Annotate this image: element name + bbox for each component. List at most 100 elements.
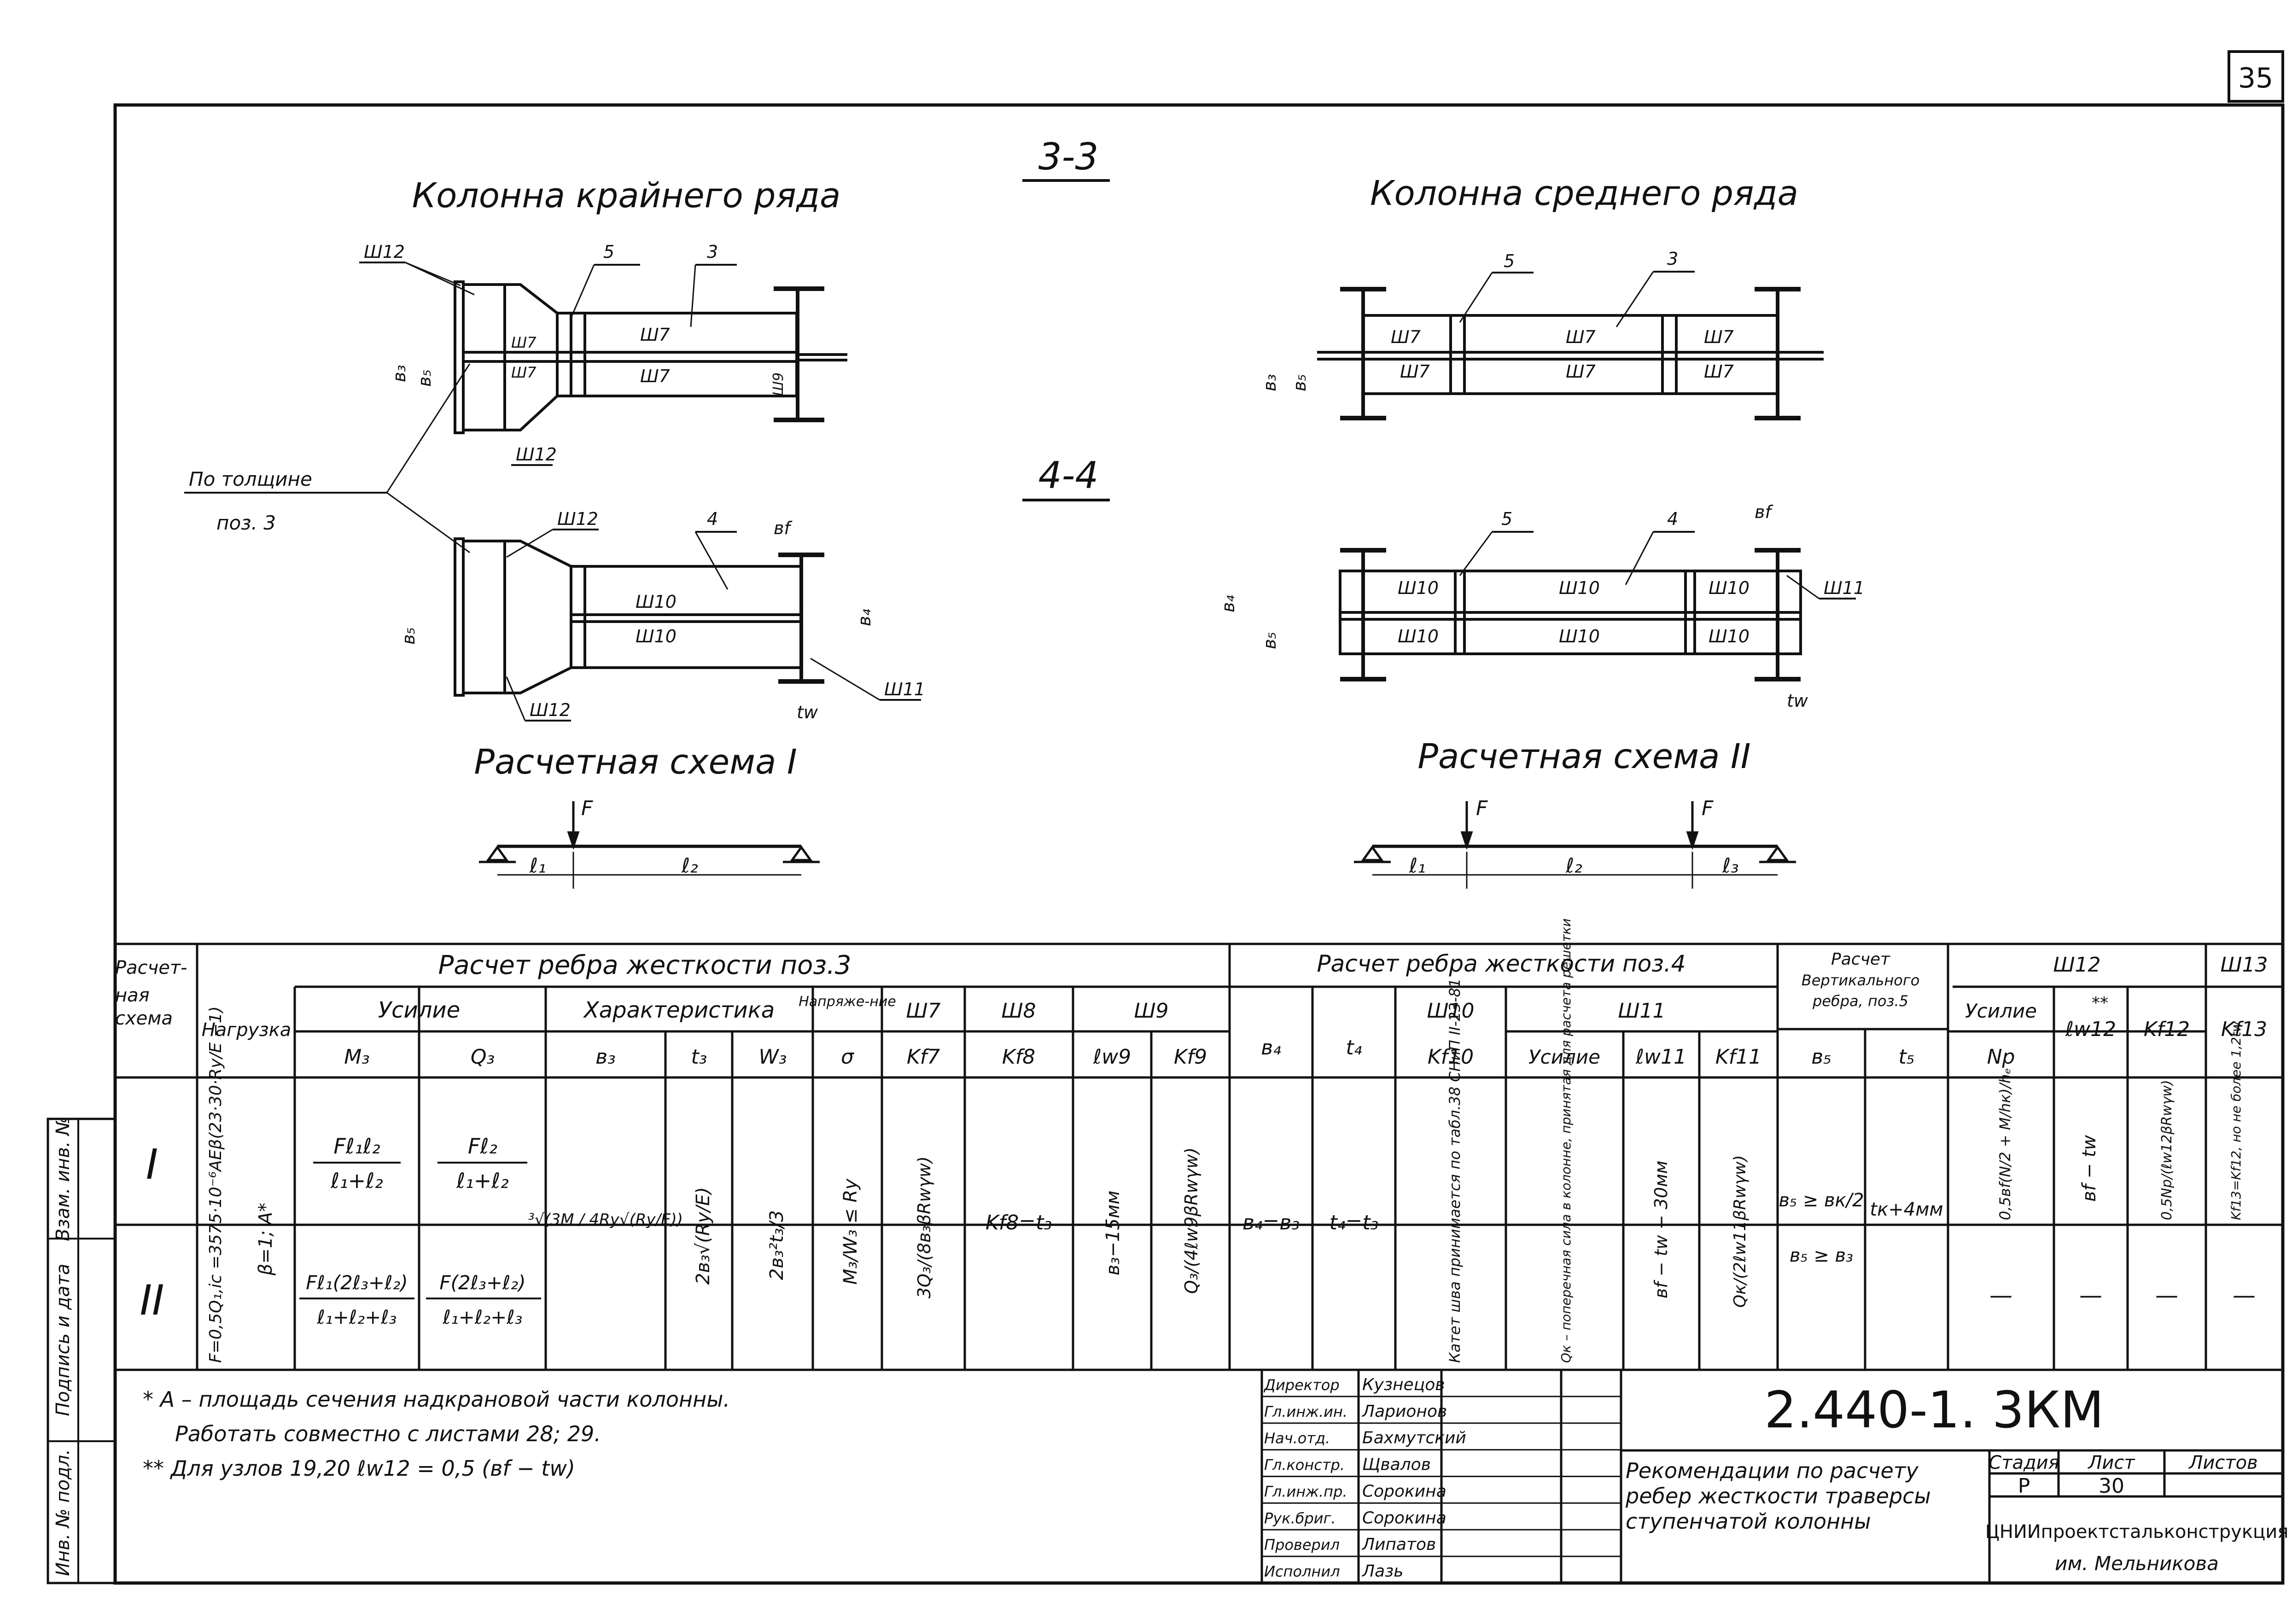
- dim-b3-mid: в₃: [1260, 374, 1280, 391]
- dim-bf-mid: вf: [1755, 502, 1773, 522]
- weld-w10-mid-3: Ш10: [1709, 578, 1750, 598]
- sheet-header: Лист: [2087, 1452, 2135, 1473]
- scheme-2-l1: ℓ₁: [1409, 854, 1426, 878]
- th-Q3: Q₃: [471, 1045, 495, 1069]
- th-rib4: Расчет ребра жесткости поз.4: [1317, 950, 1685, 977]
- th-char: Характеристика: [583, 997, 775, 1023]
- weld-w10-mid-5: Ш10: [1559, 626, 1600, 646]
- weld-w7-left-top: Ш7: [511, 334, 537, 351]
- title-block-name: Кузнецов: [1362, 1375, 1445, 1394]
- th-Kf10: Kf10: [1428, 1045, 1474, 1069]
- pos-3-mid-label: 3: [1667, 249, 1678, 269]
- drawing-frame: [113, 103, 2285, 1585]
- b5-formula-1: в₅ ≥ вк/2: [1779, 1190, 1864, 1211]
- dim-b5-edge: в₅: [414, 369, 435, 387]
- Q3-row2-num: F(2ℓ₃+ℓ₂): [439, 1271, 525, 1294]
- section-4-4-middle-column: [1339, 548, 1802, 681]
- pos-4-44-label: 4: [1667, 509, 1678, 529]
- pos-5-mid-label: 5: [1504, 251, 1515, 271]
- margin-label-2: Подпись и дата: [52, 1263, 74, 1416]
- scheme-1-force: F: [581, 797, 593, 820]
- title-block-role: Гл.инж.ин.: [1264, 1403, 1347, 1420]
- lw11-formula: вf − tw − 30мм: [1651, 1161, 1671, 1298]
- weld-w10-bottom: Ш10: [636, 626, 677, 646]
- Q3-row1-den: ℓ₁+ℓ₂: [456, 1168, 508, 1193]
- th-lw12: ℓw12: [2065, 1018, 2116, 1041]
- page-number-box: 35: [2228, 50, 2284, 103]
- th-b5: в₅: [1811, 1045, 1831, 1069]
- weld-w10-mid-6: Ш10: [1709, 626, 1750, 646]
- title-block-name: Сорокина: [1362, 1508, 1446, 1527]
- weld-w7-left-bottom: Ш7: [511, 364, 537, 381]
- title-block-name: Липатов: [1361, 1535, 1436, 1554]
- title-block-name: Лазь: [1361, 1562, 1404, 1581]
- th-b3: в₃: [595, 1045, 616, 1069]
- margin-label-1: Взам. инв. №: [52, 1116, 74, 1241]
- Kf11-formula: Qк/(2ℓw11βRwγw): [1731, 1155, 1750, 1308]
- title-block-name: Щвалов: [1362, 1455, 1431, 1474]
- section-3-3-label: 3-3: [1038, 135, 1099, 178]
- dim-tw-edge: tw: [797, 702, 818, 722]
- th-M3: M₃: [344, 1045, 370, 1069]
- M3-row1-den: ℓ₁+ℓ₂: [330, 1168, 383, 1193]
- weld-w7-mid-2: Ш7: [1566, 327, 1596, 347]
- th-stress: Напряже-ние: [799, 994, 896, 1010]
- note-2: Работать совместно с листами 28; 29.: [175, 1421, 601, 1446]
- document-title-1: Рекомендации по расчету: [1626, 1458, 1919, 1483]
- page-number: 35: [2238, 62, 2273, 94]
- scheme-1-l2: ℓ₂: [681, 854, 698, 878]
- M3-row1-num: Fℓ₁ℓ₂: [333, 1134, 380, 1158]
- th-scheme-3: схема: [115, 1008, 173, 1029]
- pos-5-44-label: 5: [1501, 509, 1512, 529]
- th-Kf12: Kf12: [2144, 1018, 2190, 1041]
- th-force-w12: Усилие: [1965, 1000, 2037, 1022]
- title-block-role: Рук.бриг.: [1264, 1509, 1336, 1527]
- th-w13: Ш13: [2220, 953, 2268, 977]
- th-lw12-mark: **: [2092, 994, 2108, 1013]
- title-block-name: Ларионов: [1361, 1402, 1447, 1421]
- dim-tw-mid: tw: [1787, 691, 1808, 711]
- calc-table-headers: Расчет- ная схема Нагрузка Расчет ребра …: [115, 950, 2268, 1069]
- th-force-w11: Усилие: [1528, 1046, 1600, 1068]
- th-Np: Np: [1987, 1045, 2015, 1069]
- th-rib5: Расчет: [1831, 950, 1890, 969]
- Kf13-formula: Kf13=Kf12, но не более 1,2tw: [2228, 1021, 2244, 1220]
- thickness-note: По толщине поз. 3: [184, 363, 471, 553]
- th-force: Усилие: [378, 997, 460, 1023]
- th-rib5-c: ребра, поз.5: [1812, 992, 1908, 1010]
- margin-label-3: Инв. № подл.: [52, 1449, 74, 1576]
- org-name: ЦНИИпроектстальконструкция: [1985, 1521, 2289, 1543]
- weld-w7-top: Ш7: [640, 325, 670, 345]
- weld-w11-mid: Ш11: [1824, 578, 1865, 598]
- dim-b5-44-edge: в₅: [398, 627, 419, 645]
- th-lw9: ℓw9: [1093, 1045, 1131, 1069]
- M3-row2-num: Fℓ₁(2ℓ₃+ℓ₂): [306, 1271, 408, 1294]
- dash-Np: —: [1989, 1282, 2012, 1309]
- th-Kf13: Kf13: [2221, 1018, 2267, 1041]
- Kf9-formula: Q₃/(4ℓw9βRwγw): [1181, 1147, 1201, 1294]
- section-4-4-edge-labels: Ш12 4 Ш10 Ш10 Ш12 вf в₄ в₅ Ш11 tw: [398, 509, 925, 722]
- Kf10-text: Катет шва принимается по табл.38 СНиП II…: [1446, 978, 1464, 1363]
- lw9-formula: в₃−15мм: [1102, 1191, 1124, 1275]
- b4-formula: в₄=в₃: [1242, 1211, 1300, 1234]
- th-load: Нагрузка: [202, 1019, 292, 1041]
- Kf7-formula: 3Q₃/(8в₃βRwγw): [914, 1156, 934, 1298]
- document-code: 2.440-1. 3КМ: [1764, 1380, 2104, 1439]
- weld-w12-44-top: Ш12: [557, 509, 598, 529]
- th-Kf7: Kf7: [907, 1045, 940, 1069]
- weld-w10-mid-4: Ш10: [1398, 626, 1439, 646]
- scheme-1-diagram: [479, 801, 820, 889]
- scheme-1-l1: ℓ₁: [529, 854, 546, 878]
- th-sigma: σ: [841, 1045, 854, 1069]
- title-block-name: Бахмутский: [1362, 1429, 1466, 1448]
- pos-3-label: 3: [707, 242, 718, 262]
- weld-label-w12: Ш12: [364, 242, 405, 262]
- notes: * A – площадь сечения надкрановой части …: [143, 1387, 730, 1481]
- dim-b4-edge: в₄: [854, 609, 875, 626]
- dim-b5-mid: в₅: [1289, 374, 1310, 391]
- document-title-3: ступенчатой колонны: [1626, 1509, 1871, 1534]
- scheme-2-l2: ℓ₂: [1565, 854, 1582, 878]
- th-w10: Ш10: [1427, 999, 1474, 1023]
- scheme-2-l3: ℓ₃: [1722, 854, 1739, 878]
